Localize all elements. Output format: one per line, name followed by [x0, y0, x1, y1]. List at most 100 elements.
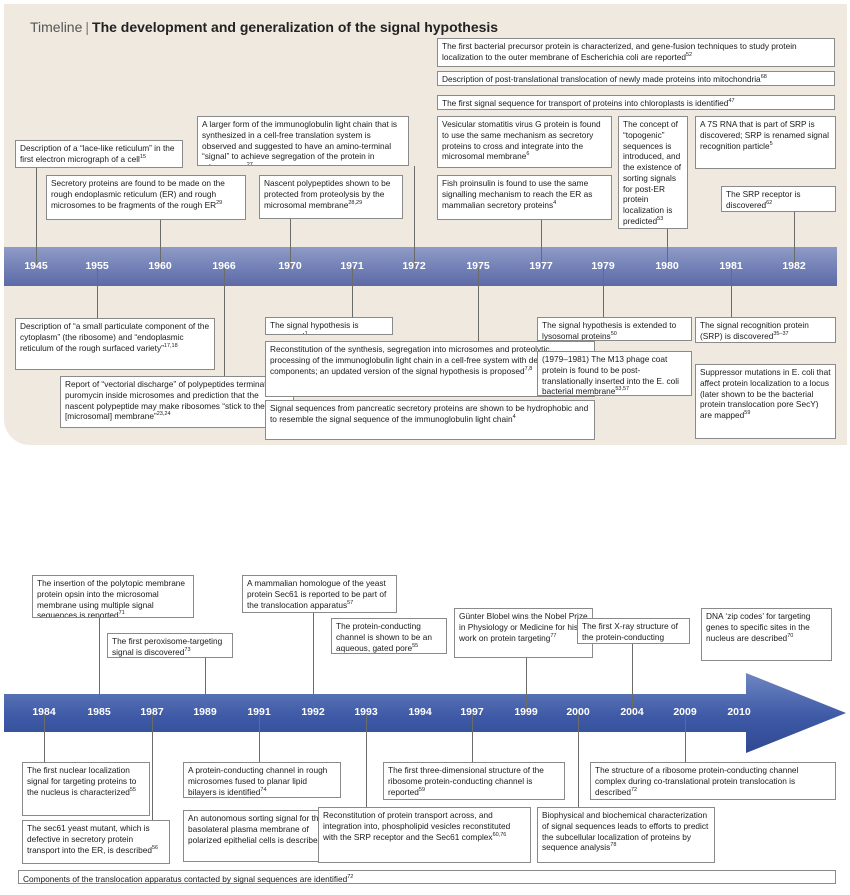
event-box: Secretory proteins are found to be made …: [46, 175, 246, 220]
event-text: Description of a “lace-like reticulum” i…: [20, 143, 175, 164]
event-text: Fish proinsulin is found to use the same…: [442, 178, 593, 210]
event-text: The signal hypothesis is extended to lys…: [542, 320, 677, 341]
event-box: An autonomous sorting signal for the bas…: [183, 810, 341, 862]
connector-line: [667, 229, 668, 267]
reference-number: 78: [610, 842, 617, 849]
event-box: Günter Blobel wins the Nobel Prize in Ph…: [454, 608, 593, 658]
connector-line: [632, 644, 633, 713]
reference-number: 77: [550, 632, 557, 639]
event-text: The signal recognition protein (SRP) is …: [700, 320, 809, 341]
year-label: 1991: [247, 706, 271, 718]
event-text: A mammalian homologue of the yeast prote…: [247, 578, 387, 610]
reference-number: 35–37: [773, 331, 789, 338]
event-text: Günter Blobel wins the Nobel Prize in Ph…: [459, 611, 588, 643]
event-text: The first X-ray structure of the protein…: [582, 621, 678, 643]
event-box: Description of a “lace-like reticulum” i…: [15, 140, 183, 168]
event-box: Reconstitution of protein transport acro…: [318, 807, 531, 863]
event-box: A 7S RNA that is part of SRP is discover…: [695, 116, 836, 169]
event-text: Description of “a small particulate comp…: [20, 321, 210, 353]
reference-number: 7,8: [524, 365, 533, 372]
connector-line: [366, 713, 367, 807]
reference-number: 50: [610, 331, 617, 338]
event-text: Report of “vectorial discharge” of polyp…: [65, 379, 287, 422]
event-text: The concept of “topogenic” sequences is …: [623, 119, 682, 227]
reference-number: 4: [512, 414, 516, 421]
event-box: The structure of a ribosome protein-cond…: [590, 762, 836, 800]
year-label: 1999: [514, 706, 538, 718]
year-label: 1992: [301, 706, 325, 718]
connector-line: [160, 220, 161, 267]
year-label: 1955: [85, 260, 109, 272]
event-box: The protein-conducting channel is shown …: [331, 618, 447, 654]
year-label: 2004: [620, 706, 644, 718]
reference-number: 28,29: [348, 199, 363, 206]
event-box: The insertion of the polytopic membrane …: [32, 575, 194, 618]
event-box: Description of “a small particulate comp…: [15, 318, 215, 370]
year-label: 1980: [655, 260, 679, 272]
event-box: The SRP receptor is discovered62: [721, 186, 836, 212]
event-box: The signal hypothesis is extended to lys…: [537, 317, 692, 341]
event-box: The signal hypothesis is proposed1: [265, 317, 393, 335]
event-box: Fish proinsulin is found to use the same…: [437, 175, 612, 220]
reference-number: 5: [769, 140, 773, 147]
reference-number: 62: [766, 200, 773, 207]
event-text: (1979–1981) The M13 phage coat protein i…: [542, 354, 679, 396]
connector-line: [290, 219, 291, 267]
event-text: The first three-dimensional structure of…: [388, 765, 544, 797]
event-text: The first bacterial precursor protein is…: [442, 41, 797, 62]
year-label: 2010: [727, 706, 751, 718]
event-box: Report of “vectorial discharge” of polyp…: [60, 376, 294, 428]
reference-number: 60,76: [492, 831, 507, 838]
event-text: DNA ‘zip codes’ for targeting genes to s…: [706, 611, 811, 643]
year-label: 1982: [782, 260, 806, 272]
year-label: 1984: [32, 706, 56, 718]
connector-line: [99, 618, 100, 713]
event-text: The first signal sequence for transport …: [442, 98, 729, 108]
connector-line: [205, 658, 206, 713]
year-label: 1972: [402, 260, 426, 272]
reference-number: 55: [129, 786, 136, 793]
event-box: The first three-dimensional structure of…: [383, 762, 565, 800]
connector-line: [794, 212, 795, 267]
reference-number: 4: [553, 199, 557, 206]
event-text: Reconstitution of the synthesis, segrega…: [270, 344, 556, 376]
reference-number: 29: [216, 199, 223, 206]
connector-line: [313, 613, 314, 713]
reference-number: 27: [246, 162, 253, 166]
event-text: The insertion of the polytopic membrane …: [37, 578, 186, 618]
year-label: 1981: [719, 260, 743, 272]
connector-line: [541, 220, 542, 267]
event-box: The first nuclear localization signal fo…: [22, 762, 150, 816]
event-box: The signal recognition protein (SRP) is …: [695, 317, 836, 343]
reference-number: 57: [347, 599, 354, 606]
event-text: A 7S RNA that is part of SRP is discover…: [700, 119, 829, 151]
year-label: 1985: [87, 706, 111, 718]
event-text: A protein-conducting channel in rough mi…: [188, 765, 328, 797]
event-text: An autonomous sorting signal for the bas…: [188, 813, 324, 845]
event-box: Vesicular stomatitis virus G protein is …: [437, 116, 612, 168]
event-text: Reconstitution of protein transport acro…: [323, 810, 511, 842]
reference-number: 47: [728, 98, 735, 105]
year-label: 2000: [566, 706, 590, 718]
reference-number: 55: [412, 642, 419, 649]
year-label: 1987: [140, 706, 164, 718]
event-box: The first X-ray structure of the protein…: [577, 618, 690, 644]
reference-number: 53: [657, 216, 664, 223]
event-box: A mammalian homologue of the yeast prote…: [242, 575, 397, 613]
year-label: 1994: [408, 706, 432, 718]
connector-line: [152, 713, 153, 820]
event-text: Vesicular stomatitis virus G protein is …: [442, 119, 601, 162]
event-box: Description of post-translational transl…: [437, 71, 835, 86]
reference-number: 59: [744, 410, 751, 417]
event-box: The first peroxisome-targeting signal is…: [107, 633, 233, 658]
year-label: 1966: [212, 260, 236, 272]
connector-line: [44, 713, 45, 762]
connector-line: [414, 166, 415, 267]
event-box: Biophysical and biochemical characteriza…: [537, 807, 715, 863]
connector-line: [603, 267, 604, 317]
reference-number: 70: [787, 632, 794, 639]
event-box: The first signal sequence for transport …: [437, 95, 835, 110]
event-box: A larger form of the immunoglobulin ligh…: [197, 116, 409, 166]
year-label: 1977: [529, 260, 553, 272]
connector-line: [259, 713, 260, 762]
